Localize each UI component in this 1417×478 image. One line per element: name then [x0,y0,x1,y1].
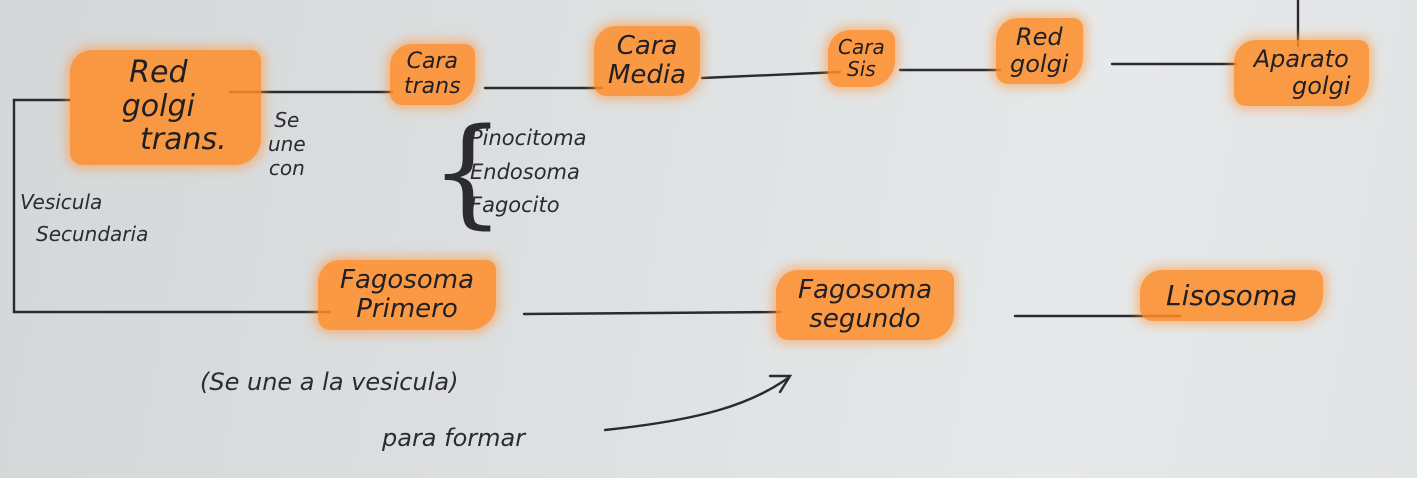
node-cara-sis: Cara Sis [828,30,895,87]
node-fagosoma-primero: Fagosoma Primero [318,260,497,331]
loop-connector [12,98,332,314]
curly-brace: { [430,102,506,240]
note-line: con [268,156,305,180]
node-text: Lisosoma [1166,279,1298,312]
node-text: trans [404,73,461,99]
note-line: Pinocitoma [470,126,587,150]
node-text: golgi [1010,49,1069,78]
label-vesicula-secundaria: Vesicula Secundaria [20,186,148,250]
node-lisosoma: Lisosoma [1140,270,1324,322]
node-text: golgi [121,88,195,124]
label-se-une-con: Se une con [268,108,306,180]
note-line: Endosoma [470,159,580,184]
node-text: golgi [1292,71,1351,100]
note-line: Vesicula [20,190,103,214]
node-red-golgi: Red golgi [996,18,1083,84]
node-text: Sis [847,57,876,82]
label-se-une-vesicula: (Se une a la vesicula) [200,368,458,397]
note-line: Se [274,108,300,132]
node-text: Cara [616,31,678,61]
node-text: Red [1015,23,1063,51]
node-text: trans. [140,122,227,158]
node-text: Cara [406,49,458,74]
node-red-golgi-trans: Red golgi trans. [70,50,261,165]
note-line: (Se une a la vesicula) [200,368,459,396]
link-caramedia-carasis [700,70,842,80]
note-line: une [268,132,306,156]
node-cara-trans: Cara trans [390,44,475,106]
node-text: Media [608,60,687,91]
label-para-formar: para formar [382,424,525,453]
node-text: Fagosoma [798,275,933,305]
label-brace-items: Pinocitoma Endosoma Fagocito [470,122,586,223]
node-text: segundo [809,304,921,335]
node-fagosoma-segundo: Fagosoma segundo [776,270,955,341]
node-text: Primero [356,294,458,325]
node-text: Red [129,55,188,90]
note-line: Secundaria [36,222,149,246]
node-text: Aparato [1253,45,1349,73]
node-cara-media: Cara Media [594,26,701,97]
node-aparato-golgi: Aparato golgi [1234,40,1369,106]
arrow-head [768,374,793,394]
para-formar-arrow [603,376,790,432]
note-line: Fagocito [470,193,560,218]
link-fagosomaprimero-fagosomasegundo [522,310,782,316]
node-text: Cara [838,35,885,59]
note-line: para formar [382,424,526,452]
node-text: Fagosoma [340,265,475,295]
